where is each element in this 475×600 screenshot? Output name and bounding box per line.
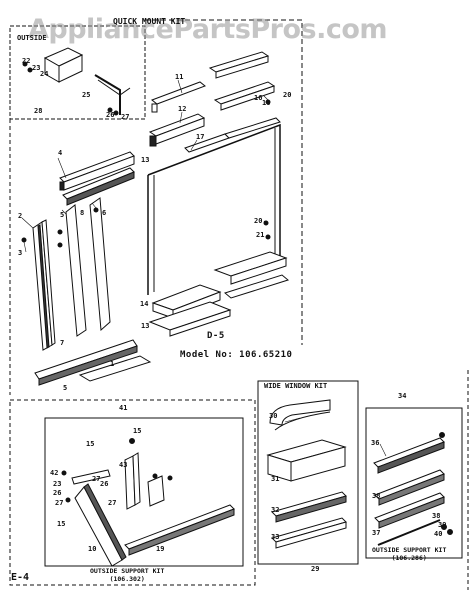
part-label: 31	[271, 475, 280, 483]
part-label: 23	[32, 64, 41, 72]
part-label: 15	[133, 427, 142, 435]
support-kit-inner-box	[44, 417, 244, 567]
quick-mount-kit-subtitle: OUTSIDE	[17, 34, 47, 42]
part-label: 10	[88, 545, 97, 553]
part-label: 5	[60, 211, 65, 219]
part-label: 34	[398, 392, 407, 400]
part-label: 25	[82, 91, 91, 99]
part-label: 43	[119, 461, 128, 469]
part-label: 27	[108, 499, 117, 507]
part-37	[377, 519, 441, 546]
part-label: 24	[40, 70, 49, 78]
part-label: 18	[262, 99, 271, 107]
part-label: 26	[106, 111, 115, 119]
part-label: 12	[178, 105, 187, 113]
part-label: 28	[34, 107, 43, 115]
part-label: 40	[434, 530, 443, 538]
part-label: 17	[196, 133, 205, 141]
part-label: 21	[256, 231, 265, 239]
wide-window-kit-title: WIDE WINDOW KIT	[264, 382, 328, 390]
caption-left-line2: (106.302)	[109, 575, 145, 583]
part-label: 23	[53, 480, 62, 488]
side-panel-8	[89, 197, 111, 332]
side-panel-6	[65, 204, 87, 337]
part-label: 37	[372, 529, 381, 537]
part-label: 39	[438, 521, 447, 529]
part-label: 13	[141, 322, 150, 330]
part-label: 29	[311, 565, 320, 573]
page-code: E-4	[11, 572, 30, 583]
part-label: 1	[110, 360, 115, 368]
part-30	[269, 399, 331, 426]
part-label: 19	[156, 545, 165, 553]
part-label: 32	[271, 506, 280, 514]
caption-right-line1: OUTSIDE SUPPORT KIT	[372, 546, 447, 554]
section-code: D-5	[207, 331, 225, 341]
wide-window-kit-box	[257, 380, 359, 565]
outside-support-kit-left-box	[9, 399, 256, 586]
quick-mount-kit-title: QUICK MOUNT KIT	[113, 17, 186, 26]
part-label: 13	[141, 156, 150, 164]
frame-top-right	[147, 123, 281, 268]
part-label: 27	[55, 499, 64, 507]
part-label: 7	[60, 339, 65, 347]
part-label: 36	[371, 439, 380, 447]
part-label: 4	[58, 149, 63, 157]
model-number: Model No: 106.65210	[180, 350, 293, 360]
part-label: 3	[18, 249, 23, 257]
part-label: 8	[80, 209, 85, 217]
watermark-text: AppliancePartsPros.com	[28, 14, 388, 45]
caption-left-line1: OUTSIDE SUPPORT KIT	[90, 567, 165, 575]
part-label: 33	[271, 533, 280, 541]
quick-mount-kit-box	[9, 25, 146, 120]
part-label: 20	[254, 217, 263, 225]
part-label: 30	[269, 412, 278, 420]
outside-support-kit-right-caption: OUTSIDE SUPPORT KIT (106.286)	[372, 546, 446, 562]
part-label: 42	[50, 469, 59, 477]
part-label: 15	[86, 440, 95, 448]
part-label: 2	[18, 212, 23, 220]
part-label: 26	[53, 489, 62, 497]
rail-19	[124, 504, 235, 550]
part-label: 20	[283, 91, 292, 99]
part-label: 14	[140, 300, 149, 308]
part-label: 41	[119, 404, 128, 412]
part-label: 6	[102, 209, 107, 217]
bracket-25	[94, 74, 121, 115]
part-label: 5	[63, 384, 68, 392]
part-label: 15	[57, 520, 66, 528]
part-label: 38	[372, 492, 381, 500]
part-label: 26	[100, 480, 109, 488]
outside-support-kit-right-box	[365, 407, 463, 559]
part-label: 27	[92, 475, 101, 483]
caption-right-line2: (106.286)	[391, 554, 427, 562]
part-label: 11	[175, 73, 184, 81]
rail-11	[151, 81, 206, 105]
part-label: 38	[432, 512, 441, 520]
part-label: 22	[22, 57, 31, 65]
part-label: 16	[254, 94, 263, 102]
bracket-24-front	[58, 54, 83, 83]
part-label: 27	[121, 113, 130, 121]
main-border-dash	[145, 19, 303, 345]
outside-support-kit-left-caption: OUTSIDE SUPPORT KIT (106.302)	[90, 567, 164, 583]
